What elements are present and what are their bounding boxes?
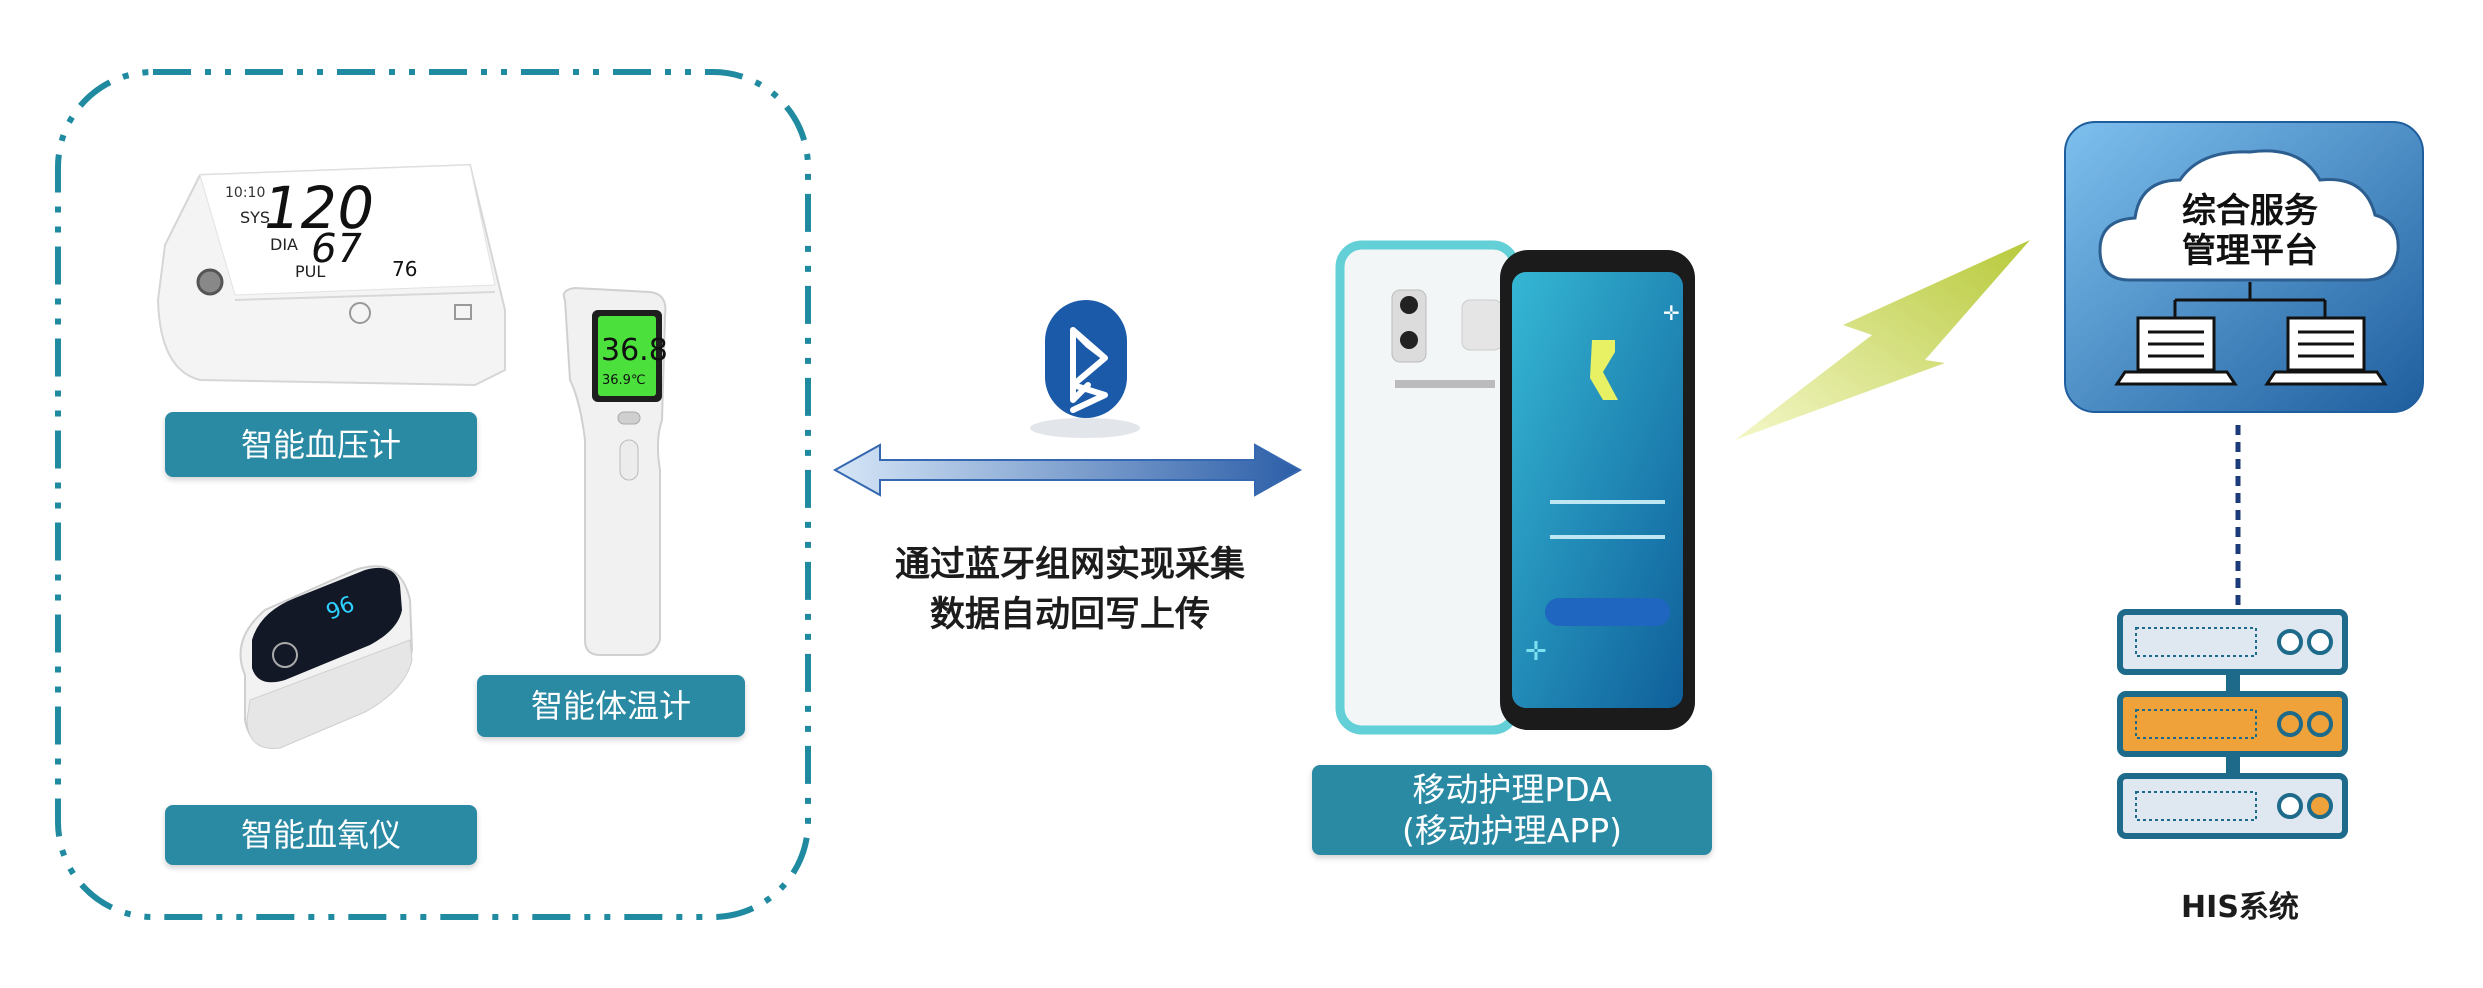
svg-text:✛: ✛ [1525, 637, 1547, 667]
thermometer-sub-reading: 36.9℃ [602, 373, 646, 388]
connection-caption-line1: 通过蓝牙组网实现采集 [894, 545, 1245, 585]
bp-dia-label: DIA [270, 235, 298, 254]
pda-label: 移动护理PDA (移动护理APP) [1312, 765, 1712, 855]
thermometer-label-text: 智能体温计 [530, 687, 691, 725]
connection-caption-line2: 数据自动回写上传 [929, 595, 1210, 635]
bp-sys-reading: 120 [257, 174, 380, 241]
bp-pul-reading: 76 [392, 257, 417, 281]
pda-label-line2: (移动护理APP) [1401, 811, 1623, 850]
oximeter-label-text: 智能血氧仪 [240, 816, 401, 854]
bp-monitor-label-text: 智能血压计 [240, 425, 401, 464]
cloud-title-line2: 管理平台 [2182, 231, 2318, 271]
memory-icon [454, 304, 472, 320]
connection-caption: 通过蓝牙组网实现采集 数据自动回写上传 [860, 540, 1280, 640]
bp-time: 10:10 [225, 185, 265, 201]
laptop-icon [2264, 316, 2388, 386]
cloud-platform-panel: 综合服务 管理平台 [2064, 121, 2424, 413]
lightning-bolt-icon [1735, 240, 2030, 440]
pda-device: ✛ ✛ [1335, 240, 1695, 735]
bp-monitor-device: 10:10 SYS DIA PUL 120 67 76 [156, 163, 506, 387]
his-server-icon [2117, 609, 2348, 839]
bp-sys-label: SYS [240, 208, 270, 227]
thermometer-reading: 36.8 [601, 333, 668, 368]
bp-monitor-label: 智能血压计 [165, 412, 477, 477]
bp-dia-reading: 67 [307, 225, 366, 272]
cloud-icon [2098, 149, 2400, 282]
oximeter-label: 智能血氧仪 [165, 805, 477, 865]
svg-text:✛: ✛ [1663, 301, 1680, 325]
thermometer-device: 36.8 36.9℃ [562, 286, 668, 656]
thermometer-label: 智能体温计 [477, 675, 745, 737]
power-icon [349, 302, 371, 324]
oximeter-device: 96 [239, 565, 414, 749]
bidirectional-arrow [832, 443, 1303, 497]
bluetooth-icon [1030, 300, 1140, 438]
pda-label-line1: 移动护理PDA [1412, 769, 1612, 809]
devices-group-border [55, 69, 811, 920]
cloud-title-line1: 综合服务 [2182, 191, 2318, 231]
his-label: HIS系统 [2181, 890, 2299, 925]
bp-pul-label: PUL [295, 262, 325, 281]
laptop-icon [2114, 316, 2238, 386]
power-icon [272, 642, 298, 668]
